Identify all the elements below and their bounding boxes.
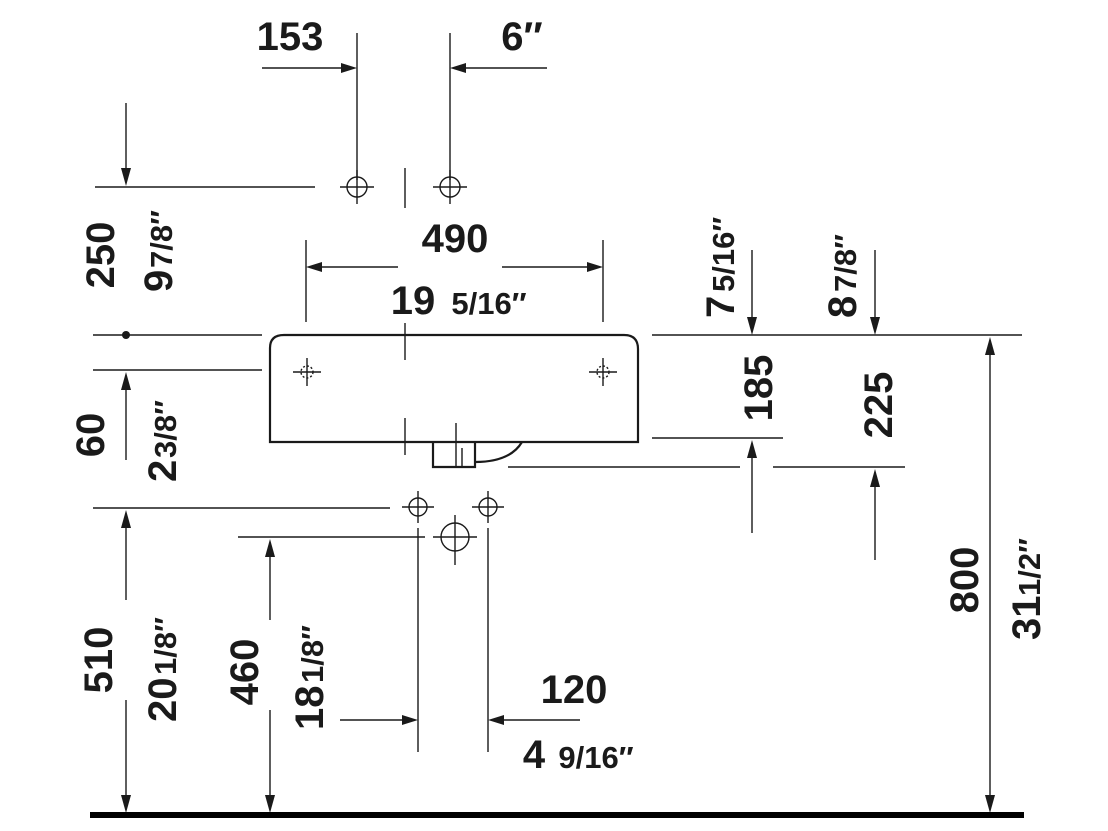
supply-spacing-mm-label: 120 — [541, 668, 608, 712]
tap-hole-symbols — [95, 168, 467, 208]
basin-outline — [93, 323, 1022, 469]
rim-height-in-frac-label: 1/2″ — [1012, 538, 1047, 596]
fixing-offset-dimension: 60 2 3/8″ — [69, 372, 185, 482]
supply-drain-symbols — [93, 491, 504, 752]
supply-height-dimension: 510 20 1/8″ — [77, 510, 185, 813]
tap-height-mm-label: 250 — [79, 222, 123, 289]
tap-spacing-mm-label: 153 — [257, 15, 324, 59]
tap-spacing-in-label: 6″ — [501, 15, 542, 59]
drain-height-dimension: 460 18 1/8″ — [223, 539, 332, 813]
rim-height-mm-label: 800 — [943, 547, 987, 614]
mount-offset-in-whole-label: 7 — [699, 296, 743, 318]
mount-offset-mm-label: 185 — [737, 355, 781, 422]
supply-left-icon — [402, 491, 434, 523]
tap-height-in-frac-label: 7/8″ — [144, 210, 179, 268]
fixing-hole-right-icon — [589, 358, 617, 386]
fixing-hole-left-icon — [293, 358, 321, 386]
supply-spacing-dimension: 120 4 9/16″ — [340, 668, 634, 777]
basin-width-in-frac-label: 5/16″ — [451, 286, 526, 321]
rim-height-dimension: 800 31 1/2″ — [943, 337, 1049, 813]
basin-width-dimension: 490 19 5/16″ — [305, 217, 604, 323]
supply-height-mm-label: 510 — [77, 627, 121, 694]
drain-height-in-whole-label: 18 — [288, 686, 332, 731]
fixing-offset-mm-label: 60 — [69, 413, 113, 458]
fixing-offset-in-whole-label: 2 — [141, 460, 185, 482]
drain-pipe-icon — [433, 515, 477, 565]
drain-outlet — [431, 423, 523, 469]
mount-offset-in-frac-label: 5/16″ — [706, 217, 741, 292]
basin-width-in-whole-label: 19 — [391, 279, 436, 323]
tap-height-in-whole-label: 9 — [137, 270, 181, 292]
overall-depth-in-frac-label: 7/8″ — [828, 234, 863, 292]
overall-depth-mm-label: 225 — [857, 372, 901, 439]
supply-spacing-in-frac-label: 9/16″ — [558, 740, 633, 775]
drain-height-in-frac-label: 1/8″ — [295, 625, 330, 683]
supply-right-icon — [472, 491, 504, 523]
tap-spacing-dimension: 153 6″ — [257, 15, 547, 180]
mount-offset-dimension: 7 5/16″ 185 — [699, 217, 781, 533]
rim-height-in-whole-label: 31 — [1005, 596, 1049, 641]
basin-width-mm-label: 490 — [422, 217, 489, 261]
supply-height-in-frac-label: 1/8″ — [148, 617, 183, 675]
supply-height-in-whole-label: 20 — [141, 678, 185, 723]
fixing-offset-in-frac-label: 3/8″ — [148, 400, 183, 458]
drain-height-mm-label: 460 — [223, 639, 267, 706]
overall-depth-dimension: 8 7/8″ 225 — [821, 234, 901, 560]
supply-spacing-in-whole-label: 4 — [523, 733, 546, 777]
overall-depth-in-whole-label: 8 — [821, 296, 865, 318]
tap-height-dimension: 250 9 7/8″ — [79, 103, 262, 339]
